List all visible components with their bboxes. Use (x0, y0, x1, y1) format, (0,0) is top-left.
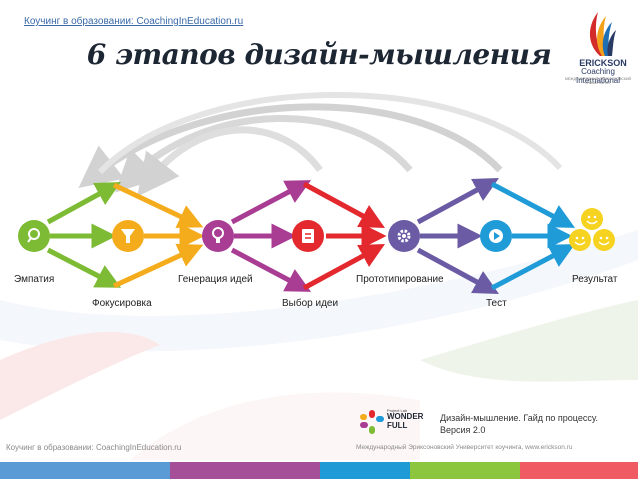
page-title: 6 этапов дизайн-мышления (86, 38, 552, 71)
full-label: FULL (387, 421, 408, 430)
arrow-select-from-down (302, 244, 385, 291)
smiley-icon (581, 208, 603, 230)
footer-stripe-blue (0, 462, 170, 479)
arrow-select-from-up (302, 181, 385, 228)
stage-label-test: Тест (486, 298, 507, 309)
stage-test-node (480, 220, 512, 252)
footer-stripe-purple (170, 462, 320, 479)
arrow-focus-from-up (112, 182, 204, 228)
university-credit: Международный Эриксоновский Университет … (356, 444, 573, 451)
stage-selection-node (292, 220, 324, 252)
stage-label-focus: Фокусировка (92, 298, 152, 309)
logo-tagline: МЕЖДУНАРОДНЫЙ ЭРИКСОНОВСКИЙ УНИВЕРСИТЕТ (565, 77, 631, 85)
gear-icon-center (402, 234, 406, 238)
funnel-icon (121, 229, 135, 243)
guide-title: Дизайн-мышление. Гайд по процессу. (440, 413, 598, 423)
stage-label-selection: Выбор идеи (282, 298, 339, 309)
background-wave-green (420, 300, 638, 382)
play-icon-triangle (494, 232, 500, 240)
arrow-ideation-down (230, 247, 312, 292)
arrow-test-from-down (490, 244, 576, 291)
footer-stripe-green (410, 462, 520, 479)
guide-version: Версия 2.0 (440, 425, 486, 435)
stage-ideation-node (202, 220, 234, 252)
stage-label-prototype: Прототипирование (356, 274, 444, 285)
smiley-icon (569, 229, 591, 251)
arrow-test-from-up (490, 181, 576, 228)
stage-result-node (569, 208, 615, 251)
erickson-logo-icon (589, 12, 616, 56)
footer-stripe-cyan (320, 462, 410, 479)
smiley-icon (593, 229, 615, 251)
project-lab-logo-icon (360, 410, 384, 434)
background-wave-faint (130, 392, 420, 460)
background-wave-blue (0, 230, 638, 352)
stage-empathy-node (18, 220, 50, 252)
document-icon (302, 229, 314, 243)
arrow-empathy-up (46, 181, 121, 225)
background-wave-pink (0, 331, 160, 420)
logo-subtitle: Coaching International (575, 67, 621, 85)
footer-link[interactable]: Коучинг в образовании: CoachingInEducati… (6, 443, 182, 452)
arrow-focus-from-down (112, 243, 204, 289)
logo-name: ERICKSON (579, 58, 627, 68)
feedback-arrow-4 (97, 92, 563, 175)
stage-label-empathy: Эмпатия (14, 274, 55, 285)
wonder-label: WONDER (387, 412, 424, 421)
stage-label-result: Результат (572, 274, 618, 285)
project-lab-label: Project Lab (387, 408, 408, 413)
lightbulb-icon-base (216, 238, 220, 243)
stage-focus-node (112, 220, 144, 252)
arrow-ideation-up (230, 180, 312, 225)
arrow-empathy-down (46, 247, 122, 288)
arrow-prototype-up (416, 178, 499, 225)
feedback-arrow-1 (78, 103, 503, 188)
search-icon-handle (27, 237, 32, 243)
stage-prototype-node (388, 220, 420, 252)
stage-label-ideation: Генерация идей (178, 274, 253, 285)
gear-icon (397, 229, 411, 243)
search-icon (28, 228, 40, 240)
arrow-prototype-down (416, 247, 499, 294)
feedback-arrow-3 (137, 126, 323, 197)
header-link[interactable]: Коучинг в образовании: CoachingInEducati… (24, 16, 244, 27)
footer-stripe-red (520, 462, 638, 479)
